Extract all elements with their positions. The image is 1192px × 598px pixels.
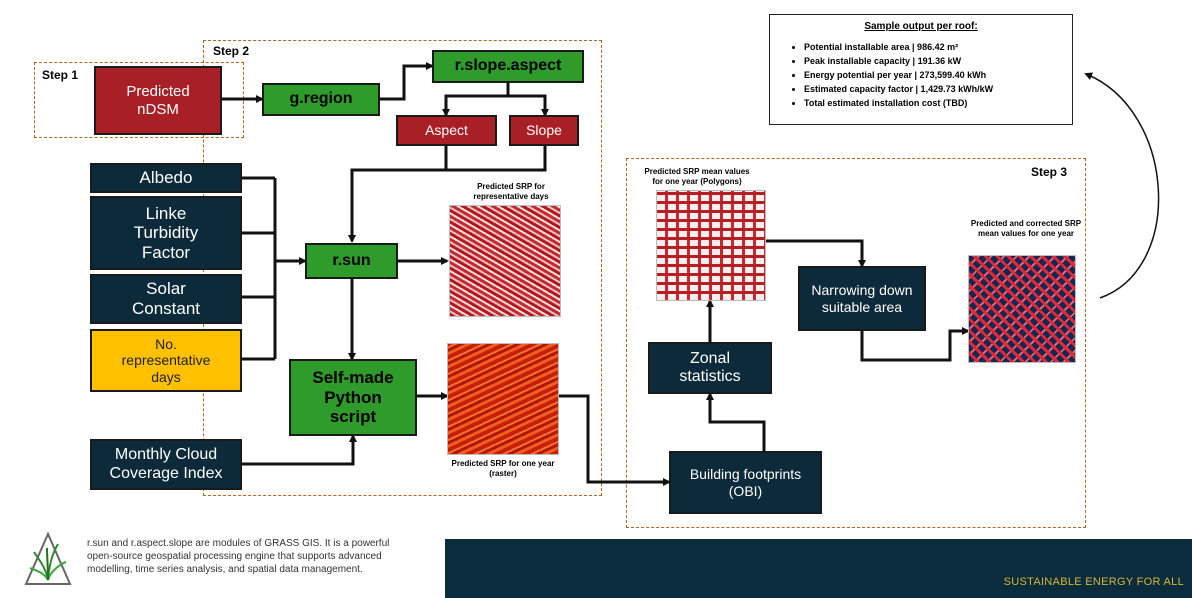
albedo-node: Albedo — [90, 163, 242, 193]
solar-constant-node: Solar Constant — [90, 274, 242, 324]
sample-output-list: Potential installable area | 986.42 m² P… — [780, 40, 1062, 110]
sample-output-item: Peak installable capacity | 191.36 kW — [804, 54, 1062, 68]
sample-output-item: Energy potential per year | 273,599.40 k… — [804, 68, 1062, 82]
step1-label: Step 1 — [42, 68, 79, 82]
footer-bar: SUSTAINABLE ENERGY FOR ALL — [445, 539, 1192, 598]
srp-corrected-map — [968, 255, 1076, 363]
zonal-statistics-node: Zonal statistics — [648, 342, 772, 394]
slope-node: Slope — [509, 115, 579, 146]
representative-days-node: No. representative days — [90, 329, 242, 392]
step3-label: Step 3 — [1031, 165, 1068, 179]
r-slope-aspect-node: r.slope.aspect — [432, 50, 584, 83]
cloud-coverage-node: Monthly Cloud Coverage Index — [90, 439, 242, 490]
narrowing-area-node: Narrowing down suitable area — [798, 266, 926, 331]
python-script-node: Self-made Python script — [289, 359, 417, 436]
step2-label: Step 2 — [213, 44, 250, 58]
srp-representative-caption: Predicted SRP for representative days — [473, 182, 549, 201]
linke-turbidity-node: Linke Turbidity Factor — [90, 196, 242, 270]
sample-output-item: Potential installable area | 986.42 m² — [804, 40, 1062, 54]
srp-polygons-map — [656, 190, 766, 301]
sample-output-item: Total estimated installation cost (TBD) — [804, 96, 1062, 110]
sample-output-item: Estimated capacity factor | 1,429.73 kWh… — [804, 82, 1062, 96]
footer-tagline: SUSTAINABLE ENERGY FOR ALL — [1003, 576, 1184, 588]
g-region-node: g.region — [262, 83, 380, 116]
srp-polygons-caption: Predicted SRP mean values for one year (… — [644, 167, 750, 186]
r-sun-node: r.sun — [305, 243, 398, 279]
grass-gis-logo-icon — [24, 531, 72, 585]
srp-year-raster-map — [447, 343, 559, 455]
predicted-ndsm-node: Predicted nDSM — [94, 66, 222, 135]
step3-region — [626, 158, 1086, 528]
srp-year-caption: Predicted SRP for one year (raster) — [451, 459, 555, 478]
srp-representative-map — [449, 205, 561, 317]
sample-output-title: Sample output per roof: — [864, 21, 978, 32]
building-footprints-node: Building footprints (OBI) — [669, 451, 822, 514]
srp-corrected-caption: Predicted and corrected SRP mean values … — [970, 219, 1082, 238]
sample-output-box: Sample output per roof: Potential instal… — [769, 14, 1073, 125]
aspect-node: Aspect — [396, 115, 497, 146]
grass-gis-note: r.sun and r.aspect.slope are modules of … — [87, 538, 390, 575]
